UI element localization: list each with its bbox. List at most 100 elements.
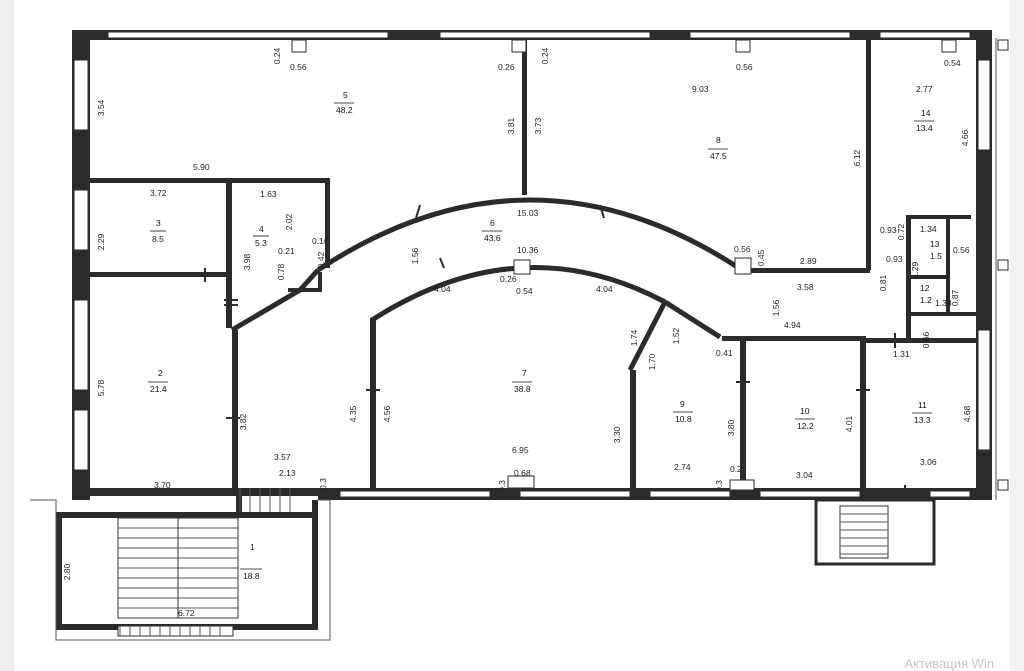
dimension-label: 1.63 — [260, 189, 277, 199]
dimension-label: 4.01 — [844, 415, 854, 432]
room-area: 8.5 — [152, 234, 164, 244]
dimension-label: 5.78 — [96, 379, 106, 396]
dimension-label: 0.56 — [953, 245, 970, 255]
dimension-label: 0.56 — [734, 244, 751, 254]
dimension-label: 2.80 — [62, 563, 72, 580]
room-area: 1.2 — [920, 295, 932, 305]
room-area: 12.2 — [797, 421, 814, 431]
room-no: 3 — [156, 218, 161, 228]
room-no: 12 — [920, 283, 930, 293]
dimension-label: 3.06 — [920, 457, 937, 467]
room-no: 9 — [680, 399, 685, 409]
dimension-label: 6.72 — [178, 608, 195, 618]
dimension-label: 6.95 — [512, 445, 529, 455]
dimension-label: 2.02 — [284, 213, 294, 230]
room-no: 14 — [921, 108, 931, 118]
dimension-label: 0.24 — [272, 47, 282, 64]
dimension-label: 1.70 — [647, 353, 657, 370]
dimension-label: 1.74 — [629, 329, 639, 346]
room-labels: 1 18.8 2 21.4 3 8.5 4 5.3 5 48.2 6 43.6 … — [148, 90, 942, 581]
dimension-label: 4.56 — [382, 405, 392, 422]
dimension-label: 1.29 — [910, 261, 920, 278]
dimension-label: 1.56 — [771, 299, 781, 316]
dimension-label: 0.68 — [514, 468, 531, 478]
dimension-label: 1.31 — [893, 349, 910, 359]
room-no: 7 — [522, 368, 527, 378]
columns — [291, 39, 957, 491]
dimension-label: 15.03 — [517, 208, 539, 218]
dimension-label: 4.94 — [784, 320, 801, 330]
dimension-label: 0.2 — [730, 464, 742, 474]
dimension-label: 3.72 — [150, 188, 167, 198]
room-area: 48.2 — [336, 105, 353, 115]
dimension-label: 2.74 — [674, 462, 691, 472]
door-marks — [204, 204, 906, 500]
dimension-label: 0.16 — [312, 236, 329, 246]
dimension-label: 0.3 — [714, 480, 724, 492]
dimension-label: 4.35 — [348, 405, 358, 422]
room-area: 47.5 — [710, 151, 727, 161]
dimension-label: 1.52 — [671, 327, 681, 344]
dimension-label: 5.90 — [193, 162, 210, 172]
room-no: 5 — [343, 90, 348, 100]
dimension-label: 4.66 — [960, 129, 970, 146]
dimension-label: 0.81 — [878, 274, 888, 291]
dimension-label: 0.3 — [318, 478, 328, 490]
dimension-label: 3.54 — [96, 99, 106, 116]
neighbour-outline — [995, 38, 1009, 500]
windows — [73, 31, 991, 498]
room-area: 21.4 — [150, 384, 167, 394]
dimension-label: 0.93 — [880, 225, 897, 235]
dimension-label: 0.26 — [500, 274, 517, 284]
room-area: 5.3 — [255, 238, 267, 248]
dimension-label: 1.34 — [920, 224, 937, 234]
dimension-label: 3.98 — [242, 253, 252, 270]
outer-walls — [72, 30, 992, 500]
dimension-label: 0.78 — [276, 263, 286, 280]
dimension-label: 2.13 — [279, 468, 296, 478]
dimension-label: 4.04 — [434, 284, 451, 294]
dimension-label: 3.30 — [612, 426, 622, 443]
dimension-label: 3.04 — [796, 470, 813, 480]
dimension-label: 2.29 — [96, 233, 106, 250]
curved-walls — [230, 197, 744, 372]
room-area: 10.8 — [675, 414, 692, 424]
dimension-label: 1.38 — [935, 298, 952, 308]
dimension-label: 1.56 — [410, 247, 420, 264]
room-no: 10 — [800, 406, 810, 416]
room-no: 2 — [158, 368, 163, 378]
dimension-label: 3.70 — [154, 480, 171, 490]
room-area: 43.6 — [484, 233, 501, 243]
dimension-label: 0.45 — [756, 249, 766, 266]
dimension-label: 3.58 — [797, 282, 814, 292]
dimension-label: 10.36 — [517, 245, 539, 255]
dimension-label: 3.73 — [533, 117, 543, 134]
dimension-label: 0.87 — [950, 289, 960, 306]
porch-stairs — [814, 498, 936, 566]
dimension-label: 0.56 — [736, 62, 753, 72]
dimension-label: 0.24 — [540, 47, 550, 64]
dimension-label: 0.3 — [497, 480, 507, 492]
room-area: 13.4 — [916, 123, 933, 133]
dimension-label: 4.04 — [596, 284, 613, 294]
stair-room — [30, 488, 331, 641]
dimension-label: 3.81 — [506, 117, 516, 134]
dimension-label: 0.42 — [316, 251, 326, 268]
dimension-label: 0.72 — [896, 223, 906, 240]
dimension-label: 0.41 — [716, 348, 733, 358]
dimension-label: 0.21 — [278, 246, 295, 256]
room-area: 13.3 — [914, 415, 931, 425]
dimension-label: 6.12 — [852, 149, 862, 166]
dimension-label: 3.82 — [238, 413, 248, 430]
room-area: 1.5 — [930, 251, 942, 261]
dimension-label: 3.57 — [274, 452, 291, 462]
dimension-label: 2.77 — [916, 84, 933, 94]
room-no: 1 — [250, 542, 255, 552]
dimension-label: 2.89 — [800, 256, 817, 266]
dimension-label: 0.54 — [516, 286, 533, 296]
room-no: 11 — [918, 400, 927, 410]
dimension-label: 0.56 — [290, 62, 307, 72]
dimension-label: 0.54 — [944, 58, 961, 68]
